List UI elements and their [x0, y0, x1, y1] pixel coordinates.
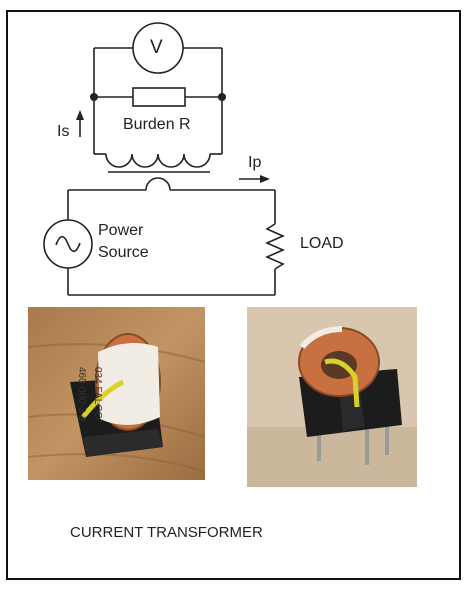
junction-dot-right — [218, 93, 226, 101]
burden-label: Burden R — [123, 116, 191, 133]
primary-current-label: Ip — [248, 154, 262, 171]
ct-label-text-line2: 034 FALCO — [92, 367, 103, 420]
power-source-circle — [43, 219, 93, 269]
source-label-line1: Power — [98, 222, 144, 239]
ct-circuit-diagram — [43, 22, 285, 296]
is-arrow-icon — [76, 110, 84, 120]
ac-sine-icon — [55, 235, 81, 253]
figure-caption: CURRENT TRANSFORMER — [70, 524, 263, 541]
ct-photo-right — [247, 307, 417, 487]
ct-label-text-line1: 460-000-3-3 — [76, 367, 87, 422]
ip-arrow-icon — [260, 175, 270, 183]
load-resistor — [265, 223, 285, 270]
secondary-coil — [105, 153, 211, 168]
secondary-current-label: Is — [57, 123, 70, 140]
burden-resistor — [132, 87, 186, 107]
load-label: LOAD — [300, 235, 344, 252]
ct-photo-left: 460-000-3-3 034 FALCO — [28, 307, 205, 480]
voltmeter-circle — [132, 22, 184, 74]
voltmeter-symbol: V — [150, 37, 163, 58]
junction-dot-left — [90, 93, 98, 101]
source-label-line2: Source — [98, 244, 149, 261]
primary-turn — [145, 177, 171, 191]
